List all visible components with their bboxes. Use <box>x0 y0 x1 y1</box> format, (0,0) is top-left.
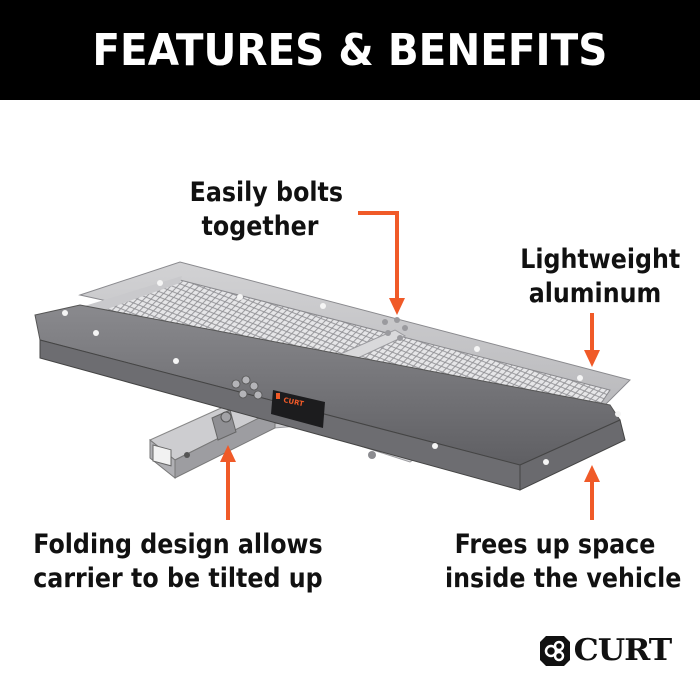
arrow-bolts <box>358 211 399 300</box>
callout-line: Easily bolts <box>189 177 344 208</box>
bracket-bolts <box>231 375 263 400</box>
callout-line: Lightweight <box>520 244 681 275</box>
curt-logo: CURT <box>540 633 672 668</box>
callout-line: Frees up space <box>454 529 656 560</box>
callout-line: carrier to be tilted up <box>33 563 323 594</box>
curt-logo-icon <box>540 635 570 666</box>
curt-logo-text: CURT <box>573 633 672 668</box>
bolt-plate <box>382 317 408 341</box>
callout-line: inside the vehicle <box>445 563 682 594</box>
callout-lightweight-aluminum: Lightweight aluminum <box>520 243 681 311</box>
callout-line: together <box>201 211 319 242</box>
callout-frees-up-space: Frees up space inside the vehicle <box>445 528 682 596</box>
callout-line: aluminum <box>528 278 662 309</box>
callout-folding-design: Folding design allows carrier to be tilt… <box>33 528 323 596</box>
callout-line: Folding design allows <box>33 529 323 560</box>
page-title: FEATURES & BENEFITS <box>92 24 608 76</box>
callout-easily-bolts: Easily bolts together <box>189 176 344 244</box>
brand-label-plate: CURT <box>271 390 325 428</box>
header-banner: FEATURES & BENEFITS <box>0 0 700 100</box>
arrows <box>220 211 600 520</box>
